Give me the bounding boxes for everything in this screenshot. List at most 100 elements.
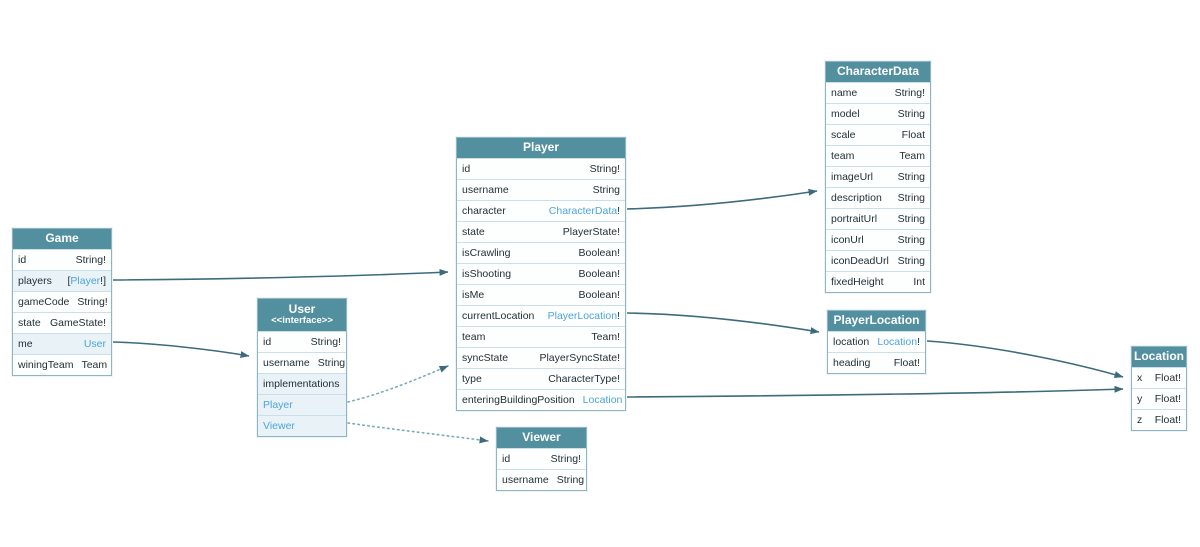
type-link-location[interactable]: Location (877, 336, 918, 348)
field-type: String! (75, 254, 106, 266)
type-link-characterdata[interactable]: CharacterData (548, 205, 618, 217)
node-header-user[interactable]: User<<interface>> (258, 299, 346, 331)
field-type: Float! (1154, 414, 1181, 426)
node-title: Viewer (522, 430, 561, 445)
field-row-player-username: username String (457, 179, 625, 200)
impl-link-viewer[interactable]: Viewer (263, 420, 295, 432)
field-type: String! (894, 87, 925, 99)
field-name: type (462, 373, 482, 385)
field-row-characterdata-description: description String (826, 187, 930, 208)
type-suffix: ! (617, 205, 620, 217)
field-name: portraitUrl (831, 213, 878, 225)
field-name: imageUrl (831, 171, 874, 183)
type-link-location[interactable]: Location (582, 394, 623, 406)
field-name: team (831, 150, 855, 162)
field-name: y (1137, 393, 1143, 405)
field-row-user-implementations: implementations (258, 373, 346, 394)
field-row-characterdata-fixedHeight: fixedHeight Int (826, 271, 930, 292)
field-name: enteringBuildingPosition (462, 394, 575, 406)
type-suffix: ! (617, 310, 620, 322)
field-type: String (897, 255, 925, 267)
field-type: CharacterData! (549, 205, 620, 217)
field-name: model (831, 108, 860, 120)
type-link-playerlocation[interactable]: PlayerLocation (547, 310, 618, 322)
field-type: String! (310, 336, 341, 348)
field-name: isCrawling (462, 247, 511, 259)
node-header-player[interactable]: Player (457, 138, 625, 158)
edge-player-currentlocation-to-playerlocation (626, 312, 820, 335)
field-name: description (831, 192, 882, 204)
node-header-viewer[interactable]: Viewer (497, 428, 586, 448)
field-type: Int (913, 276, 925, 288)
node-header-characterdata[interactable]: CharacterData (826, 62, 930, 82)
field-type: Float (901, 129, 925, 141)
node-header-location[interactable]: Location (1132, 347, 1186, 367)
field-row-viewer-username: username String (497, 469, 586, 490)
edge-player-enteringbuildingposition-to-location (626, 385, 1124, 398)
field-name: players (18, 275, 52, 287)
field-name: username (502, 474, 549, 486)
field-type: String (897, 192, 925, 204)
type-suffix: !] (100, 275, 106, 287)
field-name: id (502, 453, 511, 465)
field-name: isMe (462, 289, 485, 301)
field-type: Team! (591, 331, 620, 343)
field-name: state (462, 226, 485, 238)
type-link-user[interactable]: User (83, 338, 106, 350)
field-type: Team (899, 150, 925, 162)
field-name: id (462, 163, 471, 175)
edge-game-players-to-player (112, 268, 449, 281)
field-type: String (592, 184, 620, 196)
type-suffix: ! (917, 336, 920, 348)
field-type: [Player!] (67, 275, 106, 287)
field-name: id (263, 336, 272, 348)
node-header-game[interactable]: Game (13, 229, 111, 249)
field-type: GameState! (49, 317, 106, 329)
field-name: implementations (263, 378, 340, 390)
field-row-player-isMe: isMe Boolean! (457, 284, 625, 305)
impl-row-user-viewer: Viewer (258, 415, 346, 436)
impl-row-user-player: Player (258, 394, 346, 415)
node-subtitle: <<interface>> (271, 315, 333, 327)
type-link-player[interactable]: Player (70, 275, 101, 287)
field-type: String (897, 213, 925, 225)
field-name: iconUrl (831, 234, 864, 246)
type-prefix: [ (67, 275, 71, 287)
field-row-player-currentLocation: currentLocation PlayerLocation! (457, 305, 625, 326)
field-type: User (84, 338, 106, 350)
field-type: Boolean! (578, 289, 620, 301)
node-title: Player (522, 140, 560, 155)
field-type: String (556, 474, 585, 486)
node-header-playerlocation[interactable]: PlayerLocation (828, 311, 925, 331)
field-name: x (1137, 372, 1143, 384)
field-name: username (462, 184, 509, 196)
field-name: currentLocation (462, 310, 535, 322)
field-name: location (833, 336, 870, 348)
field-name: heading (833, 357, 871, 369)
field-name: fixedHeight (831, 276, 884, 288)
impl-link-player[interactable]: Player (263, 399, 293, 411)
field-name: isShooting (462, 268, 512, 280)
